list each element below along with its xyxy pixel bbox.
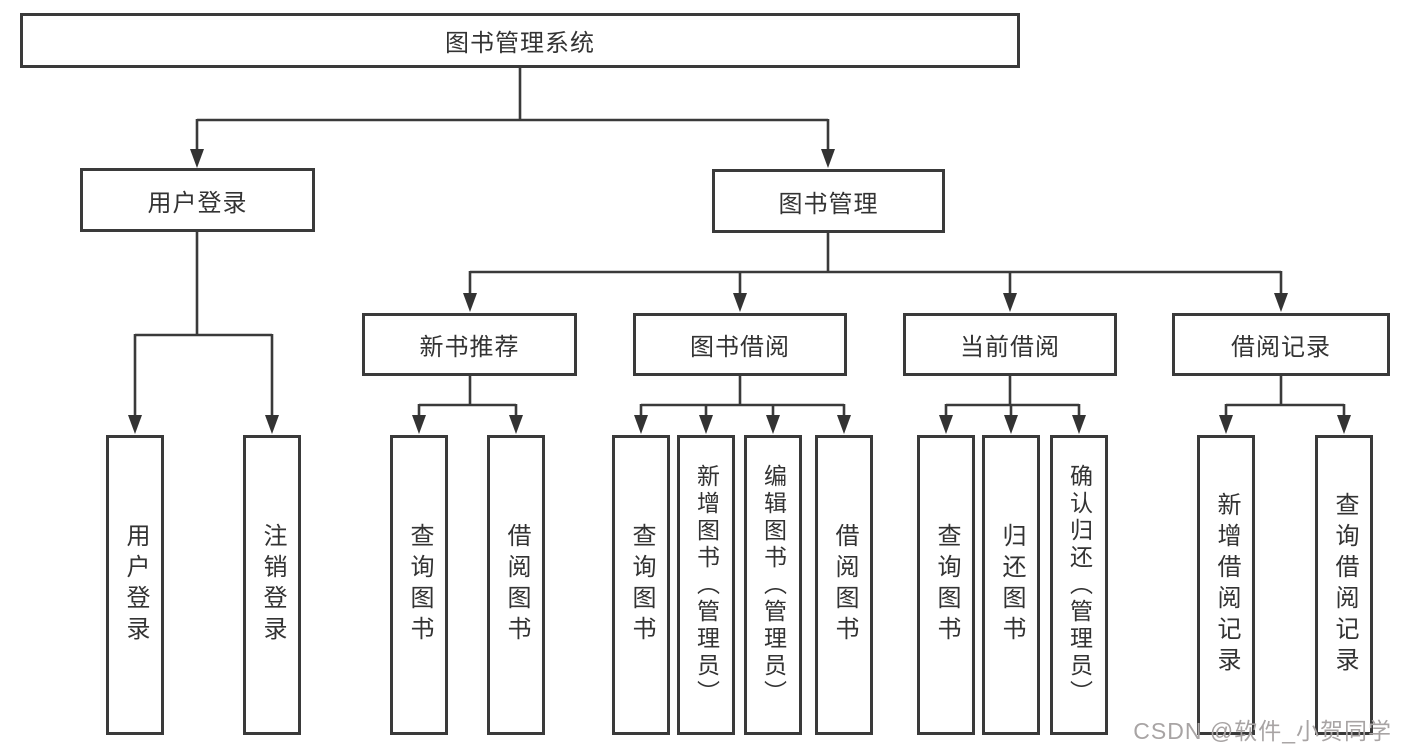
node-user-login-branch: 用户登录: [80, 168, 315, 232]
arrowheads: [128, 149, 1351, 434]
leaf-logout: 注销登录: [243, 435, 301, 735]
leaf-borrow-books-borrow: 借阅图书: [815, 435, 873, 735]
node-book-borrow: 图书借阅: [633, 313, 847, 376]
node-current-borrow: 当前借阅: [903, 313, 1117, 376]
leaf-borrow-books-recommend: 借阅图书: [487, 435, 545, 735]
leaf-query-books-current: 查询图书: [917, 435, 975, 735]
leaf-query-books-recommend: 查询图书: [390, 435, 448, 735]
leaf-return-book: 归还图书: [982, 435, 1040, 735]
leaf-add-book-admin: 新增图书（管理员）: [677, 435, 735, 735]
node-new-book-recommend: 新书推荐: [362, 313, 577, 376]
leaf-user-login: 用户登录: [106, 435, 164, 735]
leaf-query-borrow-record: 查询借阅记录: [1315, 435, 1373, 735]
leaf-confirm-return-admin: 确认归还（管理员）: [1050, 435, 1108, 735]
leaf-query-books-borrow: 查询图书: [612, 435, 670, 735]
watermark: CSDN @软件_小贺同学: [1133, 718, 1392, 744]
leaf-edit-book-admin: 编辑图书（管理员）: [744, 435, 802, 735]
node-root-system: 图书管理系统: [20, 13, 1020, 68]
node-book-management-branch: 图书管理: [712, 169, 945, 233]
leaf-add-borrow-record: 新增借阅记录: [1197, 435, 1255, 735]
node-borrow-records: 借阅记录: [1172, 313, 1390, 376]
